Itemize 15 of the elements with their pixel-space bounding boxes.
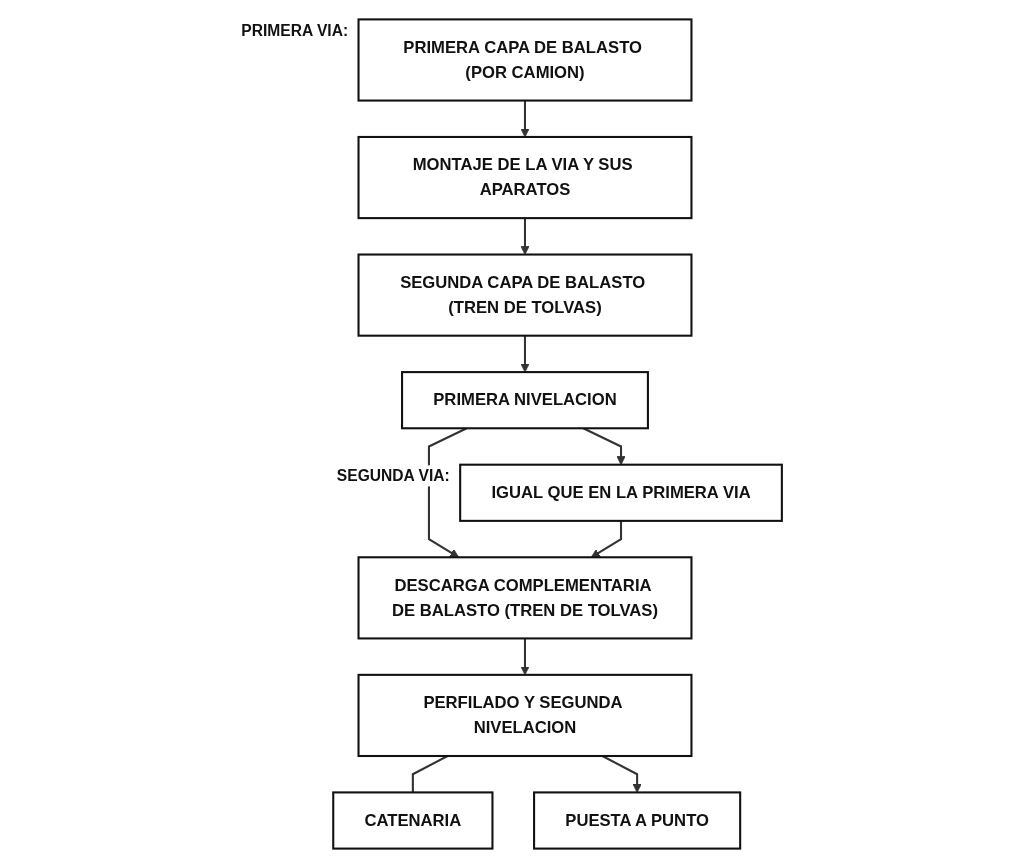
node-box: SEGUNDA CAPA DE BALASTO (TREN DE TOLVAS) bbox=[357, 253, 692, 337]
node-box: MONTAJE DE LA VIA Y SUS APARATOS bbox=[357, 135, 692, 219]
arrow bbox=[519, 637, 530, 675]
node-box: DESCARGA COMPLEMENTARIA DE BALASTO (TREN DE TOLVAS) bbox=[357, 555, 692, 639]
section-label: PRIMERA VIA: bbox=[240, 21, 348, 39]
arrow bbox=[519, 217, 530, 255]
node-box: CATENARIA bbox=[331, 790, 493, 850]
node-box: PERFILADO Y SEGUNDA NIVELACION bbox=[357, 673, 692, 757]
arrow bbox=[519, 100, 530, 137]
node-box: PRIMERA NIVELACION bbox=[400, 370, 649, 429]
node-box: IGUAL QUE EN LA PRIMERA VIA bbox=[458, 463, 783, 522]
section-label: SEGUNDA VIA: bbox=[336, 466, 450, 484]
arrow bbox=[519, 335, 530, 372]
node-box: PRIMERA CAPA DE BALASTO (POR CAMION) bbox=[357, 17, 692, 102]
node-box: PUESTA A PUNTO bbox=[532, 790, 741, 850]
